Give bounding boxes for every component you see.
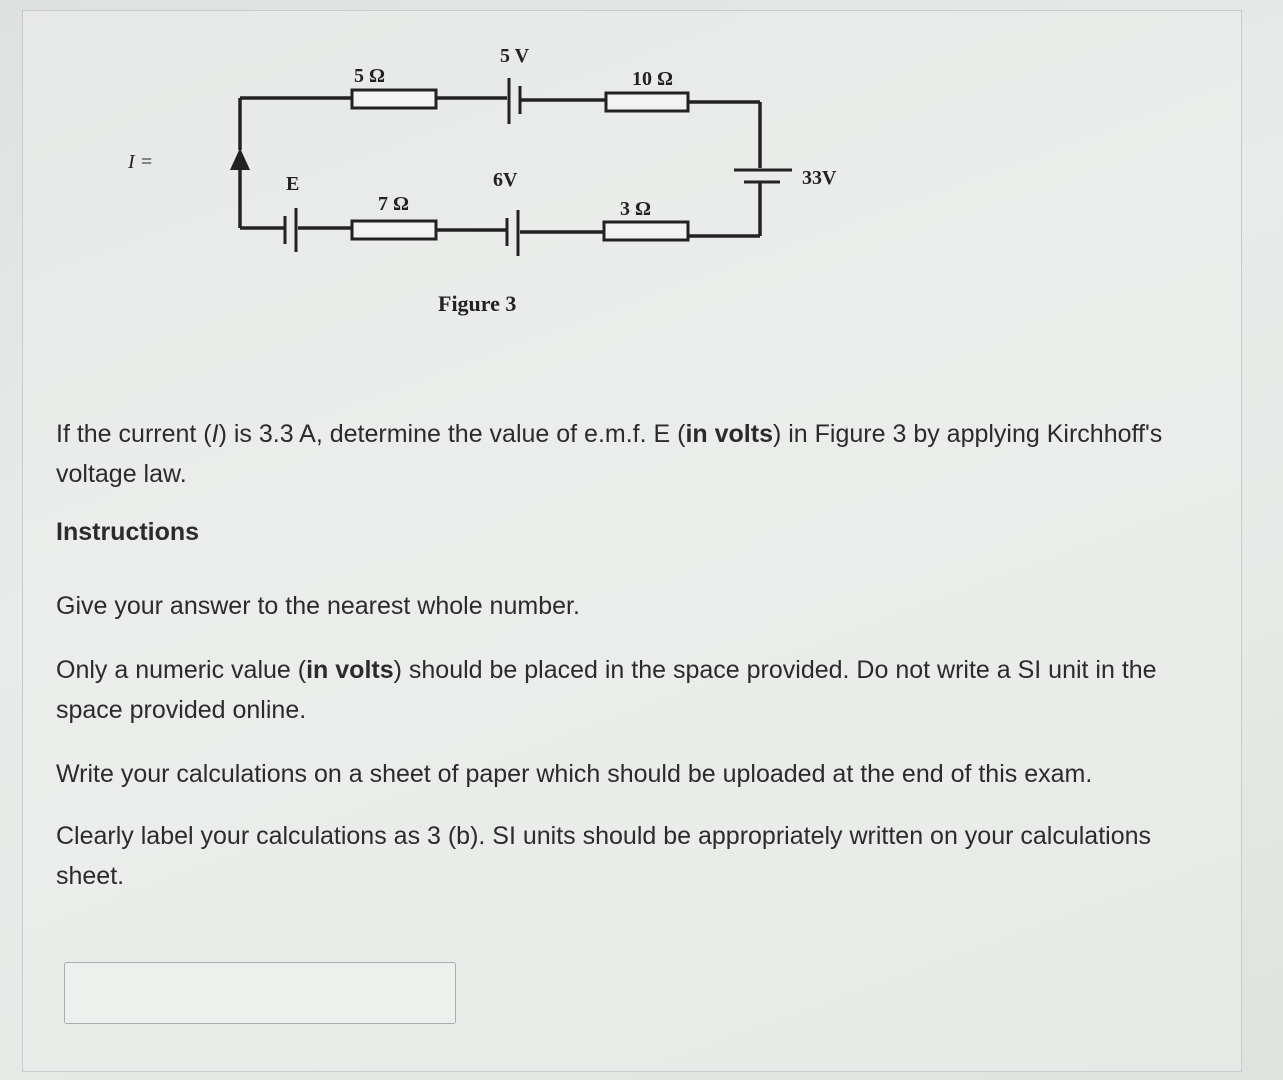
battery-right-label: 33V	[802, 167, 837, 189]
resistor-10-ohm	[604, 91, 690, 113]
instructions-heading: Instructions	[56, 518, 200, 546]
resistor-bottom-left-label: 7 Ω	[378, 193, 409, 215]
current-symbol: I	[211, 420, 219, 448]
circuit-figure: I = E 5 Ω 5 V 10 Ω 33V 7 Ω 6V 3 Ω Figure…	[127, 45, 837, 316]
instruction-label: Clearly label your calculations as 3 (b)…	[56, 822, 1152, 890]
current-label: I =	[127, 151, 153, 173]
resistor-3-ohm	[602, 220, 690, 242]
resistor-top-left-label: 5 Ω	[354, 65, 385, 87]
battery-top-label: 5 V	[500, 45, 530, 67]
instruction-numeric-only: Only a numeric value (in volts) should b…	[56, 656, 1157, 724]
instruction-rounding: Give your answer to the nearest whole nu…	[56, 592, 580, 620]
emf-label: E	[286, 173, 299, 195]
resistor-top-right-label: 10 Ω	[632, 68, 673, 90]
question-panel	[22, 10, 1242, 1072]
current-arrow-icon	[230, 148, 250, 170]
figure-caption: Figure 3	[438, 291, 516, 316]
battery-bottom-label: 6V	[493, 169, 518, 191]
resistor-7-ohm	[350, 219, 438, 241]
resistor-bottom-right-label: 3 Ω	[620, 198, 651, 220]
question-text: If the current (I) is 3.3 A, determine t…	[56, 420, 1163, 488]
answer-input[interactable]	[64, 962, 456, 1024]
instruction-upload: Write your calculations on a sheet of pa…	[56, 760, 1093, 788]
resistor-5-ohm	[350, 88, 438, 110]
